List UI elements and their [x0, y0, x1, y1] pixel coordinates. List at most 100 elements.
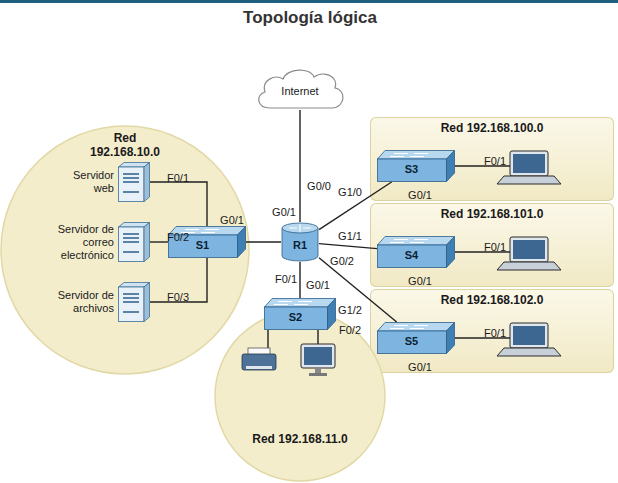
- switch-arrows: [390, 240, 428, 243]
- port-label: G1/2: [338, 304, 362, 317]
- port-label: G0/0: [307, 180, 331, 193]
- router-arrows: [289, 225, 311, 232]
- laptop-lid: [510, 237, 548, 262]
- network-link: [319, 258, 397, 322]
- network-link: [150, 182, 207, 226]
- server-node: Servidor de correo electrónico: [50, 222, 150, 263]
- internet-cloud: Internet: [252, 66, 348, 110]
- port-label: G1/0: [338, 186, 362, 199]
- pc-stand: [315, 368, 321, 373]
- laptop-lid: [510, 323, 548, 348]
- switch-front: [378, 245, 447, 268]
- node-text: Red 192.168.101.0: [370, 207, 614, 221]
- switch-node: S4: [377, 236, 455, 268]
- port-label: G0/1: [272, 206, 296, 219]
- switch-top: [378, 323, 455, 332]
- switch-top: [265, 299, 336, 308]
- network-link: [150, 241, 168, 242]
- port-label: G0/1: [306, 279, 330, 292]
- server-slots: [123, 234, 139, 252]
- node-text: R1: [293, 238, 307, 252]
- diagram-title: Topología lógica: [243, 8, 377, 28]
- port-label: F0/3: [167, 291, 189, 304]
- server-icon: [118, 282, 150, 322]
- server-front: [119, 287, 145, 322]
- server-node: Servidor web: [50, 162, 150, 202]
- server-icon: [118, 222, 150, 262]
- switch-top: [378, 237, 455, 246]
- switch-node: S5: [377, 322, 455, 354]
- router-node: R1: [281, 222, 319, 262]
- port-label: G0/1: [408, 275, 432, 288]
- node-text: S2: [264, 310, 327, 324]
- port-label: F0/1: [275, 273, 297, 286]
- server-slots: [123, 294, 139, 312]
- port-label: F0/1: [484, 155, 506, 168]
- laptop-lid: [510, 151, 548, 176]
- server-side: [144, 163, 150, 202]
- cloud-outline: [259, 70, 343, 108]
- port-label: G0/2: [330, 255, 354, 268]
- ethernet-cable: [267, 330, 268, 348]
- printer-tray: [246, 366, 272, 369]
- port-label: G1/1: [338, 230, 362, 243]
- port-label: F0/1: [484, 241, 506, 254]
- node-text: S5: [377, 334, 446, 348]
- port-label: F0/2: [167, 231, 189, 244]
- network-circle: Red 192.168.10.0Servidor webServidor de …: [0, 125, 250, 375]
- network-link: [246, 241, 281, 242]
- switch-side: [447, 151, 455, 182]
- top-bar: [0, 0, 618, 3]
- ethernet-cable: [317, 330, 318, 344]
- switch-front: [378, 159, 447, 182]
- pc-base: [309, 373, 327, 376]
- server-side: [144, 223, 150, 262]
- network-circle-fill: [1, 126, 249, 374]
- pc-monitor: [301, 344, 335, 368]
- laptop-screen: [513, 240, 545, 259]
- network-circle-fill: [215, 311, 385, 481]
- switch-side: [328, 299, 336, 330]
- switch-side: [238, 227, 246, 258]
- switch-side: [447, 323, 455, 354]
- pc-screen: [304, 347, 332, 365]
- server-front: [119, 227, 145, 262]
- node-text: Servidor web: [50, 169, 114, 195]
- node-text: S3: [377, 162, 446, 176]
- node-text: Internet: [281, 79, 318, 98]
- switch-arrows: [390, 326, 428, 329]
- server-side: [144, 283, 150, 322]
- switch-node: S2: [264, 298, 336, 330]
- switch-arrows: [390, 154, 428, 157]
- port-label: G0/1: [220, 214, 244, 227]
- server-icon: [118, 162, 150, 202]
- node-text: S4: [377, 248, 446, 262]
- node-text: Red 192.168.11.0: [214, 432, 386, 446]
- laptop-screen: [513, 154, 545, 173]
- node-text: Red 192.168.100.0: [370, 121, 614, 135]
- server-slots: [123, 174, 139, 192]
- switch-arrows: [274, 302, 312, 305]
- network-link: [299, 110, 300, 222]
- laptop-base: [497, 348, 561, 356]
- network-circle: Red 192.168.11.0 S2: [214, 310, 386, 482]
- network-circle-shape: [214, 310, 386, 482]
- node-text: Servidor de correo electrónico: [50, 223, 114, 262]
- switch-front: [378, 331, 447, 354]
- router-top: [282, 223, 318, 233]
- switch-node: S3: [377, 150, 455, 182]
- server-front: [119, 167, 145, 202]
- server-node: Servidor de archivos: [50, 282, 150, 322]
- port-label: F0/1: [484, 327, 506, 340]
- port-label: F0/2: [339, 324, 361, 337]
- switch-front: [265, 307, 328, 330]
- port-label: G0/1: [408, 361, 432, 374]
- switch-top: [378, 151, 455, 160]
- network-link: [299, 262, 300, 298]
- switch-side: [447, 237, 455, 268]
- node-text: Red 192.168.102.0: [370, 293, 614, 307]
- network-link: [319, 244, 377, 249]
